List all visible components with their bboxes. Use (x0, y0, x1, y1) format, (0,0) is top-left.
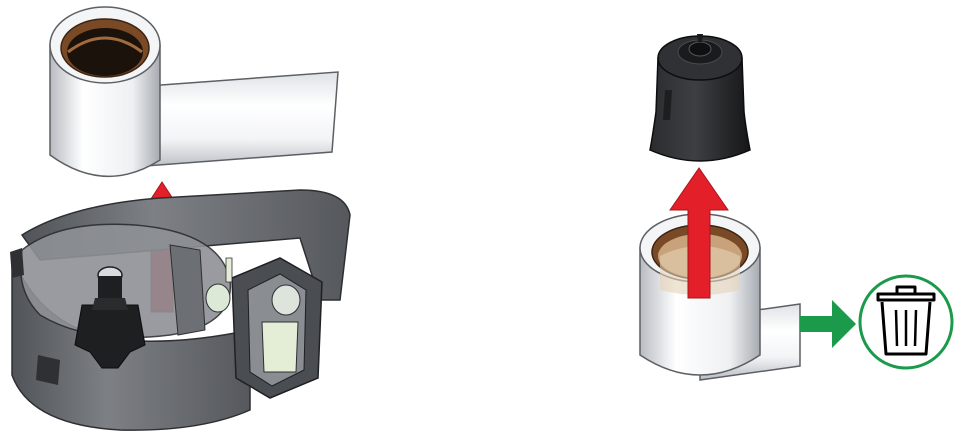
empty-label-roll (640, 214, 800, 380)
right-arrow-icon (800, 300, 856, 348)
roll-core-cap (650, 34, 750, 161)
trash-can-icon (860, 276, 952, 368)
label-cartridge (10, 190, 350, 430)
label-roll-top-left (50, 7, 338, 176)
